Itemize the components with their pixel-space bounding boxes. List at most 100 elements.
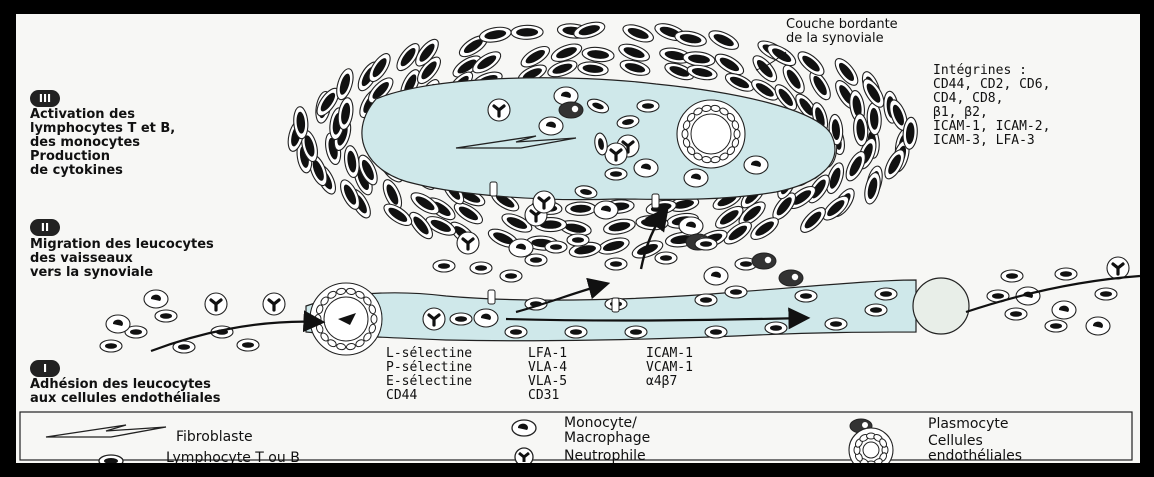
lining-cell <box>565 202 596 216</box>
legend-lymphocyte-label: Lymphocyte T ou B <box>166 451 300 463</box>
monocyte-cell <box>594 201 618 219</box>
plasmocyte-cell <box>752 253 776 269</box>
lymphocyte-cell <box>237 339 259 351</box>
lymphocyte-cell <box>695 238 717 250</box>
lymphocyte-cell <box>695 294 717 306</box>
monocyte-cell <box>679 217 703 235</box>
monocyte-cell <box>1052 301 1076 319</box>
monocyte-cell <box>684 169 708 187</box>
lymphocyte-cell <box>505 326 527 338</box>
vessel-lumen-cap <box>913 278 969 334</box>
diagram-frame: III Activation des lymphocytes T et B, d… <box>16 14 1140 463</box>
neutrophil-cell <box>605 143 627 165</box>
lining-cell <box>343 145 361 179</box>
stage-iii-text: Activation des lymphocytes T et B, des m… <box>30 108 175 178</box>
stage-i-text: Adhésion des leucocytes aux cellules end… <box>30 378 220 406</box>
lining-cell <box>621 21 656 45</box>
lymphocyte-cell <box>470 262 492 274</box>
couche-bordante-label: Couche bordante de la synoviale <box>786 18 898 46</box>
monocyte-cell <box>704 267 728 285</box>
lymphocyte-cell <box>1045 320 1067 332</box>
neutrophil-cell <box>263 293 285 315</box>
molecules-col-2: LFA-1 VLA-4 VLA-5 CD31 <box>528 347 567 403</box>
lymphocyte-cell <box>100 340 122 352</box>
lining-cell <box>577 61 609 77</box>
monocyte-cell <box>106 315 130 333</box>
lymphocyte-cell <box>1005 308 1027 320</box>
lining-cell <box>674 29 708 49</box>
plasmocyte-cell <box>779 270 803 286</box>
lymphocyte-cell <box>525 254 547 266</box>
capillary-ring <box>677 100 745 168</box>
lining-cell <box>478 25 512 44</box>
molecules-col-1: L-sélectine P-sélectine E-sélectine CD44 <box>386 347 472 403</box>
adhesion-marker <box>490 182 497 196</box>
lymphocyte-cell <box>725 286 747 298</box>
adhesion-marker <box>652 194 659 208</box>
lymphocyte-cell <box>865 304 887 316</box>
lymphocyte-cell <box>1095 288 1117 300</box>
lining-cell <box>706 27 741 53</box>
stage-ii-text: Migration des leucocytes des vaisseaux v… <box>30 238 214 280</box>
monocyte-cell <box>634 159 658 177</box>
lymphocyte-cell <box>605 258 627 270</box>
lining-cell <box>636 215 669 231</box>
monocyte-cell <box>744 156 768 174</box>
lymphocyte-cell <box>765 322 787 334</box>
lining-cell <box>602 217 636 237</box>
lining-cell <box>511 25 543 40</box>
monocyte-cell <box>474 309 498 327</box>
molecules-col-3: ICAM-1 VCAM-1 α4β7 <box>646 347 693 389</box>
lining-cell <box>596 235 631 257</box>
monocyte-cell <box>1086 317 1110 335</box>
lymphocyte-cell <box>795 290 817 302</box>
lining-cell <box>797 204 830 237</box>
adhesion-marker <box>488 290 495 304</box>
neutrophil-cell <box>1107 257 1129 279</box>
stage-i-badge: I <box>30 360 60 377</box>
lymphocyte-cell <box>825 318 847 330</box>
neutrophil-cell <box>205 293 227 315</box>
adhesion-marker <box>612 298 619 312</box>
monocyte-cell <box>144 290 168 308</box>
lymphocyte-cell <box>625 326 647 338</box>
legend-neutrophil-icon <box>515 448 533 463</box>
monocyte-cell <box>539 117 563 135</box>
integrines-label: Intégrines : CD44, CD2, CD6, CD4, CD8, β… <box>933 64 1050 148</box>
lining-cell <box>645 198 677 217</box>
monocyte-cell <box>509 239 533 257</box>
neutrophil-cell <box>457 232 479 254</box>
lymphocyte-cell <box>1055 268 1077 280</box>
legend-fibroblaste-label: Fibroblaste <box>176 430 253 445</box>
lymphocyte-cell <box>1001 270 1023 282</box>
lymphocyte-cell <box>875 288 897 300</box>
lymphocyte-cell <box>545 241 567 253</box>
lining-cell <box>853 113 869 146</box>
lymphocyte-cell <box>567 234 589 246</box>
neutrophil-cell <box>423 308 445 330</box>
lining-cell <box>336 97 355 131</box>
legend-neutrophile-label: Neutrophile <box>564 449 646 463</box>
legend-plasmocyte-label: Plasmocyte <box>928 417 1009 432</box>
lymphocyte-cell <box>605 168 627 180</box>
lymphocyte-cell <box>155 310 177 322</box>
lining-cell <box>334 67 357 102</box>
lining-cell <box>862 171 883 205</box>
lymphocyte-cell <box>565 326 587 338</box>
lining-cell <box>581 46 614 63</box>
plasmocyte-cell <box>559 102 583 118</box>
lymphocyte-cell <box>500 270 522 282</box>
legend-monocyte-label: Monocyte/ Macrophage <box>564 416 650 446</box>
legend-cellules-label: Cellules endothéliales <box>928 434 1022 463</box>
lymphocyte-cell <box>450 313 472 325</box>
lymphocyte-cell <box>655 252 677 264</box>
lymphocyte-cell <box>705 326 727 338</box>
stage-iii-badge: III <box>30 90 60 107</box>
neutrophil-cell <box>533 191 555 213</box>
legend-monocyte-icon <box>512 420 536 436</box>
stage-ii-badge: II <box>30 219 60 236</box>
blood-vessel <box>306 280 916 341</box>
lymphocyte-cell <box>637 100 659 112</box>
neutrophil-cell <box>488 99 510 121</box>
vessel-endothelial-ring <box>310 283 382 355</box>
